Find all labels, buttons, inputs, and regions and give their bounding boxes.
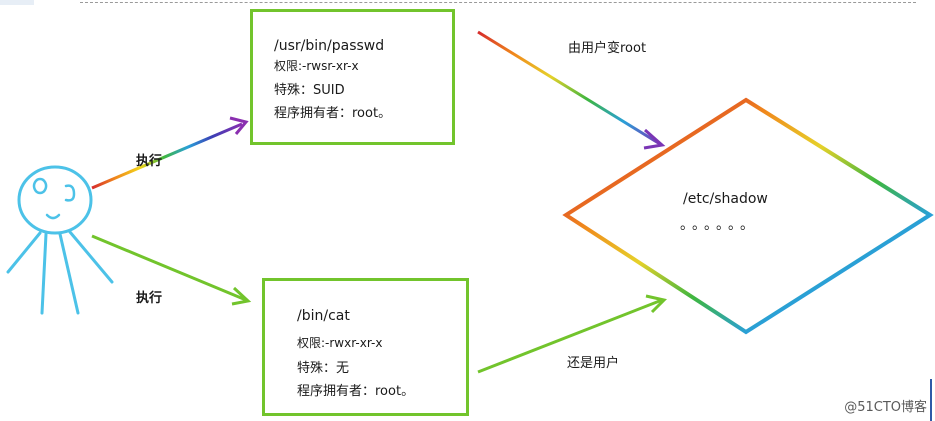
- passwd-program-box: /usr/bin/passwd 权限:-rwsr-xr-x 特殊：SUID 程序…: [250, 9, 455, 145]
- passwd-owner: 程序拥有者：root。: [274, 106, 392, 121]
- become-root-label: 由用户变root: [568, 41, 647, 56]
- right-edge-bar: [930, 379, 932, 421]
- exec-label-bottom: 执行: [136, 291, 163, 306]
- cat-owner: 程序拥有者：root。: [297, 384, 415, 399]
- top-dashed-line: [80, 2, 916, 3]
- cat-special: 特殊：无: [297, 361, 350, 376]
- watermark: @51CTO博客: [844, 400, 927, 415]
- arrow-still-user: [477, 294, 667, 374]
- exec-label-top: 执行: [136, 154, 163, 169]
- stick-figure-icon: [6, 165, 114, 315]
- arrow-become-root: [477, 30, 666, 150]
- arrow-exec-cat: [91, 234, 252, 306]
- passwd-special: 特殊：SUID: [274, 83, 345, 98]
- corner-mark: [0, 0, 34, 5]
- passwd-path: /usr/bin/passwd: [274, 38, 385, 54]
- shadow-file-path: /etc/shadow: [683, 191, 768, 207]
- passwd-permission: 权限:-rwsr-xr-x: [274, 59, 359, 73]
- cat-path: /bin/cat: [297, 308, 350, 324]
- shadow-file-ellipsis: 。。。。。。: [680, 217, 759, 233]
- shadow-file-diamond: [562, 97, 934, 335]
- cat-permission: 权限:-rwxr-xr-x: [297, 336, 383, 350]
- cat-program-box: /bin/cat 权限:-rwxr-xr-x 特殊：无 程序拥有者：root。: [262, 278, 469, 416]
- still-user-label: 还是用户: [567, 356, 620, 371]
- arrow-exec-passwd: [91, 116, 249, 190]
